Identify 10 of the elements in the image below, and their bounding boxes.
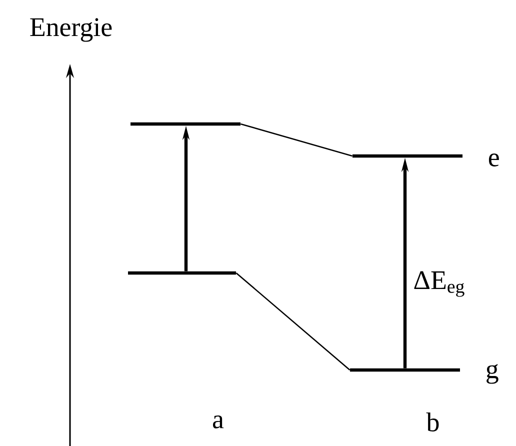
axis-label: Energie <box>30 18 112 42</box>
edge-label: ΔE$_{eg}$ <box>414 271 464 297</box>
column-label: a <box>213 416 224 428</box>
column-label: b <box>426 412 439 432</box>
correlation-line <box>240 123 352 157</box>
energy-level <box>128 271 236 275</box>
energy-level <box>130 122 240 126</box>
level-label: g <box>486 364 498 384</box>
correlation-line <box>236 272 350 370</box>
level-label: e <box>488 154 499 166</box>
